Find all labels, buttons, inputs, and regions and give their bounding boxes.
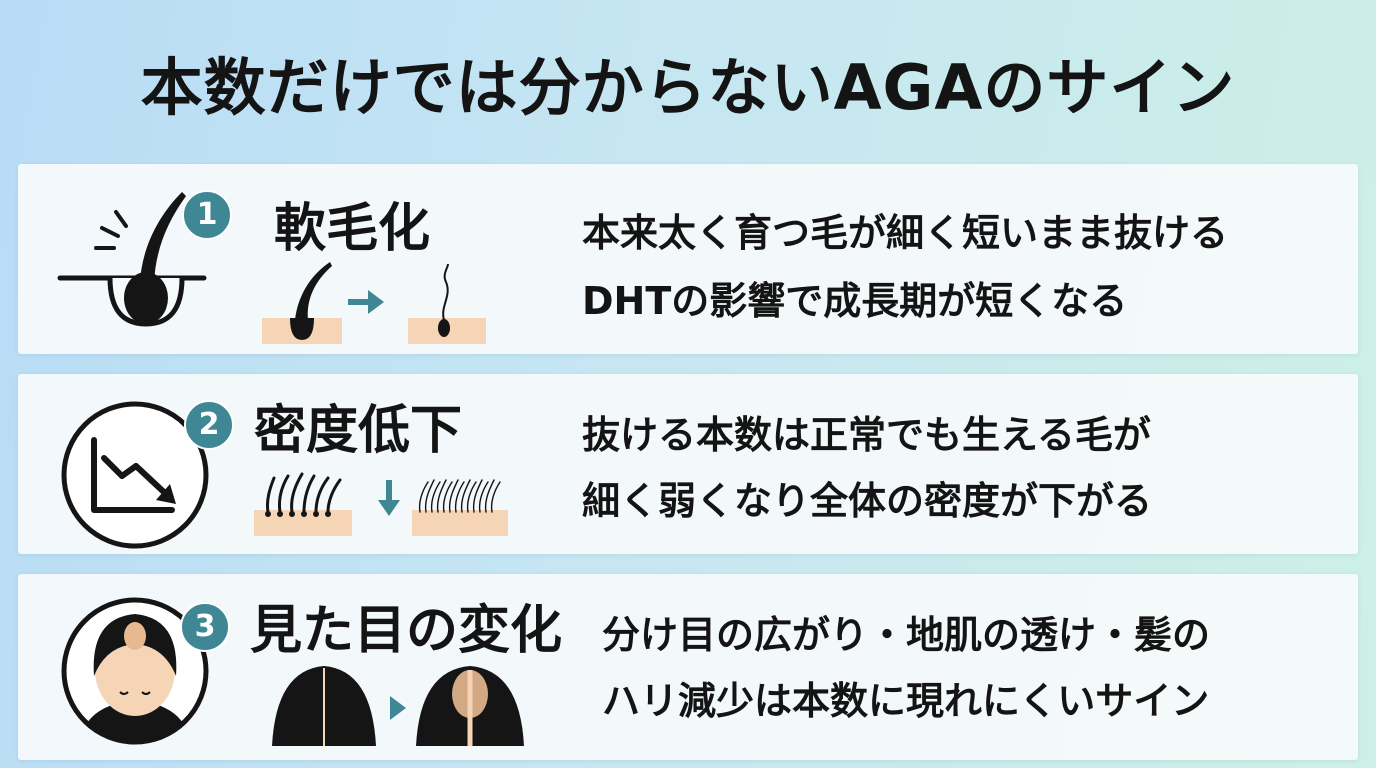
trend-down-icon: [61, 401, 209, 549]
hair-follicle-icon: [57, 192, 207, 327]
sign-number-badge: 1: [182, 190, 232, 240]
sign-card-appearance: 3 見た目の変化 分け目の広がり・地肌の透け・髪の ハリ減少は本数に現れにくいサ…: [18, 574, 1358, 760]
thick-to-thin-hair-illustration: [262, 262, 486, 344]
sign-heading: 密度低下: [254, 401, 463, 461]
sign-heading: 見た目の変化: [250, 601, 563, 661]
sign-description-line: 細く弱くなり全体の密度が下がる: [582, 479, 1153, 523]
sign-number-badge: 3: [180, 602, 230, 652]
sign-number-badge: 2: [184, 400, 234, 450]
sign-description-line: 本来太く育つ毛が細く短いまま抜ける: [582, 211, 1229, 255]
sign-heading: 軟毛化: [274, 199, 431, 259]
thinning-head-icon: [61, 597, 209, 745]
sign-description-line: 分け目の広がり・地肌の透け・髪の: [602, 613, 1211, 657]
page-title: 本数だけでは分からないAGAのサイン: [140, 51, 1236, 124]
sign-description-line: ハリ減少は本数に現れにくいサイン: [602, 679, 1210, 723]
sign-card-vellus: 1 軟毛化 本来太く育つ毛が細く短いまま抜ける DHTの影響で成長期が短くなる: [18, 164, 1358, 354]
parting-widening-illustration: [272, 666, 524, 746]
sign-description-line: 抜ける本数は正常でも生える毛が: [582, 413, 1151, 457]
sign-card-density: 2 密度低下: [18, 374, 1358, 554]
density-decrease-illustration: [254, 472, 508, 536]
sign-description-line: DHTの影響で成長期が短くなる: [582, 279, 1128, 323]
